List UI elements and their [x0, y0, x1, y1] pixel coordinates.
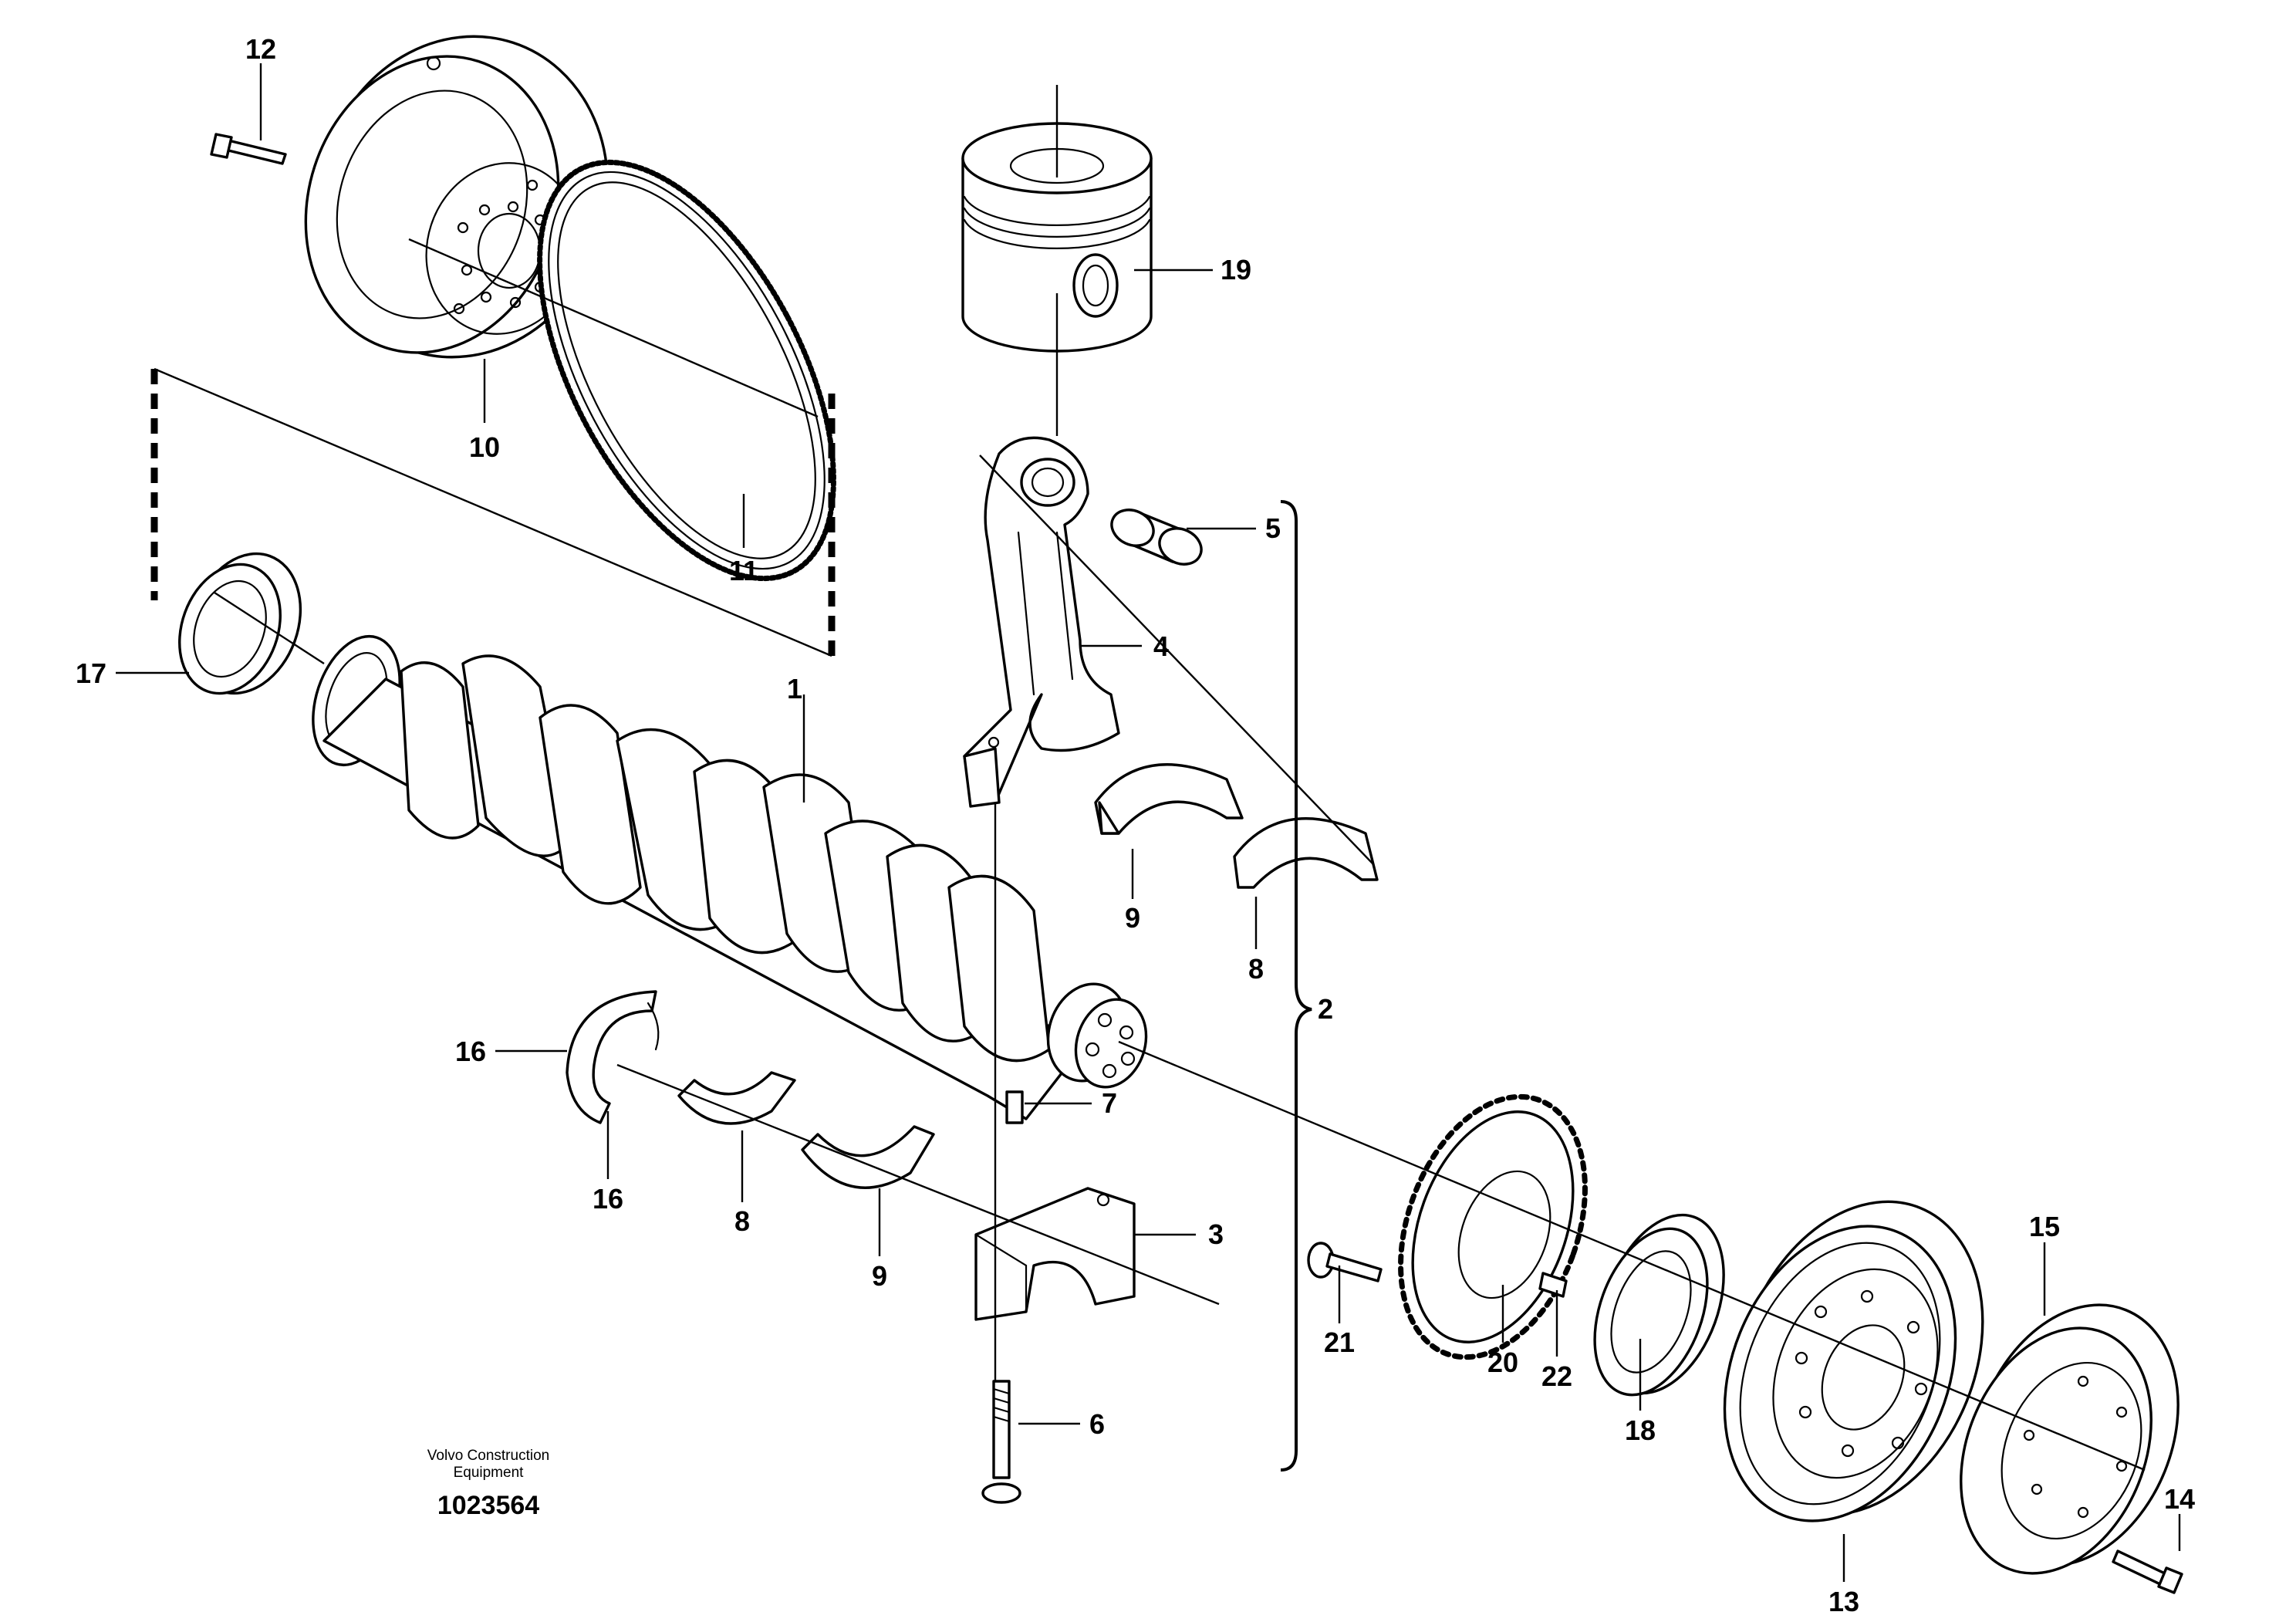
- vibration-damper-icon: [1960, 1303, 2180, 1575]
- dowel-pin-icon: [1005, 1090, 1024, 1124]
- callout-2: 2: [1318, 993, 1333, 1025]
- callout-17: 17: [76, 657, 106, 689]
- brand-line-1: Volvo Construction: [427, 1448, 549, 1464]
- callout-1: 1: [787, 673, 802, 705]
- callout-12: 12: [245, 33, 276, 65]
- ring-gear-icon: [537, 159, 836, 582]
- footer: Volvo Construction Equipment 1023564: [427, 1448, 549, 1520]
- callout-14: 14: [2164, 1483, 2195, 1515]
- callout-15: 15: [2029, 1211, 2060, 1242]
- brand-line-2: Equipment: [454, 1465, 525, 1481]
- callout-10: 10: [469, 431, 500, 463]
- pulley-icon: [1723, 1200, 1984, 1522]
- callout-3: 3: [1208, 1218, 1224, 1250]
- document-number: 1023564: [437, 1491, 539, 1520]
- callout-11: 11: [729, 555, 758, 586]
- bushing-icon: [1110, 509, 1203, 566]
- crankshaft-icon: [312, 634, 1148, 1120]
- callout-16-below: 16: [593, 1183, 623, 1215]
- callout-8-rod: 8: [1248, 953, 1264, 985]
- callout-20: 20: [1487, 1347, 1518, 1378]
- front-seal-icon: [1593, 1213, 1725, 1397]
- cap-bolt-icon: [981, 1380, 1021, 1504]
- callout-4: 4: [1153, 630, 1169, 662]
- rod-bearing-upper-icon: [1094, 763, 1244, 835]
- main-bearing-upper-icon: [677, 1071, 796, 1125]
- callout-13: 13: [1828, 1586, 1859, 1617]
- callout-19: 19: [1221, 254, 1251, 286]
- rod-bearing-lower-icon: [1233, 817, 1379, 889]
- locating-pin-icon: [1538, 1272, 1568, 1298]
- sensor-wheel-icon: [1398, 1093, 1588, 1360]
- connecting-rod-icon: [963, 436, 1120, 808]
- damper-bolt-icon: [2112, 1549, 2183, 1594]
- callout-6: 6: [1089, 1408, 1105, 1440]
- rear-seal-icon: [178, 552, 302, 695]
- flywheel-bolt-icon: [210, 133, 287, 165]
- callout-18: 18: [1625, 1414, 1656, 1446]
- callout-9-main: 9: [872, 1260, 887, 1292]
- piston-icon: [961, 122, 1153, 353]
- kit-brace: [1280, 500, 1312, 1472]
- callout-5: 5: [1265, 512, 1281, 544]
- thrust-washer-icon: [566, 990, 660, 1124]
- sprocket-bolt-icon: [1307, 1242, 1383, 1282]
- callout-22: 22: [1541, 1360, 1572, 1392]
- callout-9-rod: 9: [1125, 902, 1140, 934]
- callout-8-main: 8: [734, 1205, 750, 1237]
- callout-21: 21: [1324, 1326, 1355, 1358]
- callout-labels: 1 2 3 4 5 6 7 8 8 9 9 10 11 12 13 14 15 …: [76, 33, 2195, 1617]
- bearing-cap-icon: [974, 1187, 1136, 1321]
- leader-lines: [116, 63, 2181, 1582]
- assembly-bracket: [150, 367, 836, 657]
- main-bearing-lower-icon: [801, 1125, 935, 1189]
- callout-7: 7: [1102, 1087, 1117, 1119]
- callout-16-left: 16: [455, 1036, 486, 1067]
